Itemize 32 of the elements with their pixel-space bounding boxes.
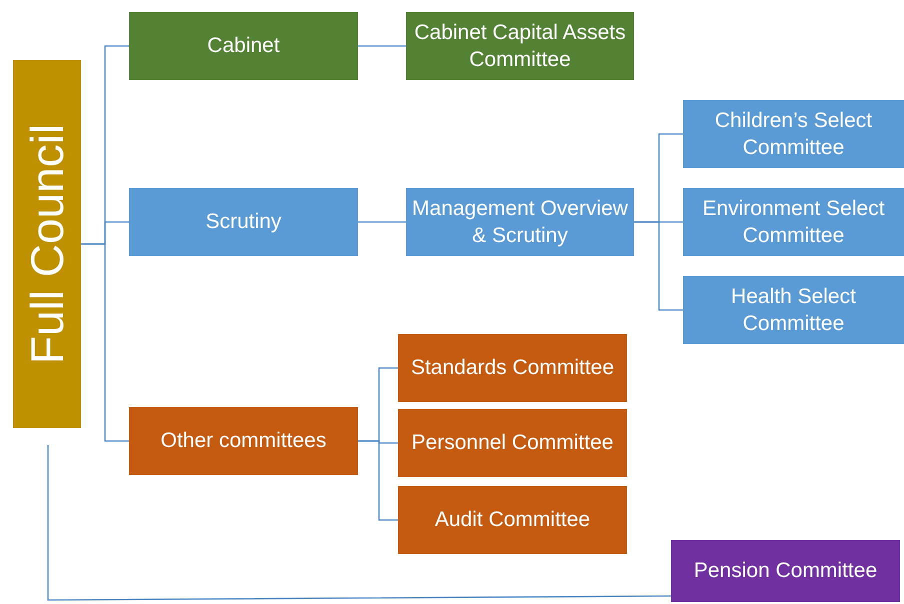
council-title: Full Council: [24, 124, 70, 364]
connector-line: [47, 445, 671, 601]
box-label: Pension Committee: [694, 558, 878, 584]
committee-box: [683, 188, 904, 256]
box-label: Personnel Committee: [412, 430, 614, 456]
council-bar: [13, 60, 81, 428]
committee-box: [683, 100, 904, 168]
box-label: Management Overview & Scrutiny: [412, 196, 628, 249]
committee-box: [398, 486, 627, 554]
box-label: Standards Committee: [410, 355, 614, 382]
committee-box: [683, 276, 904, 344]
box-label: Audit Committee: [434, 507, 590, 534]
connector-line: [358, 440, 398, 521]
box-label: Environment Select Committee: [701, 196, 886, 249]
box-label: Children’s Select Committee: [714, 108, 874, 161]
box-label: Cabinet: [207, 33, 280, 60]
committee-box: [129, 12, 358, 80]
connector-line: [358, 221, 406, 223]
box-label: Other committees: [160, 428, 326, 454]
committee-box: [398, 409, 627, 477]
connector-line: [634, 221, 683, 311]
committee-box: [398, 334, 627, 402]
box-label: Health Select Committee: [730, 284, 857, 337]
committee-box: [129, 188, 358, 256]
box-label: Scrutiny: [206, 209, 282, 236]
connector-line: [358, 45, 406, 47]
connector-line: [81, 243, 129, 442]
committee-box: [406, 12, 634, 80]
box-label: Cabinet Capital Assets Committee: [413, 20, 627, 73]
committee-box: [129, 407, 358, 475]
committee-box: [671, 540, 900, 602]
committee-box: [406, 188, 634, 256]
